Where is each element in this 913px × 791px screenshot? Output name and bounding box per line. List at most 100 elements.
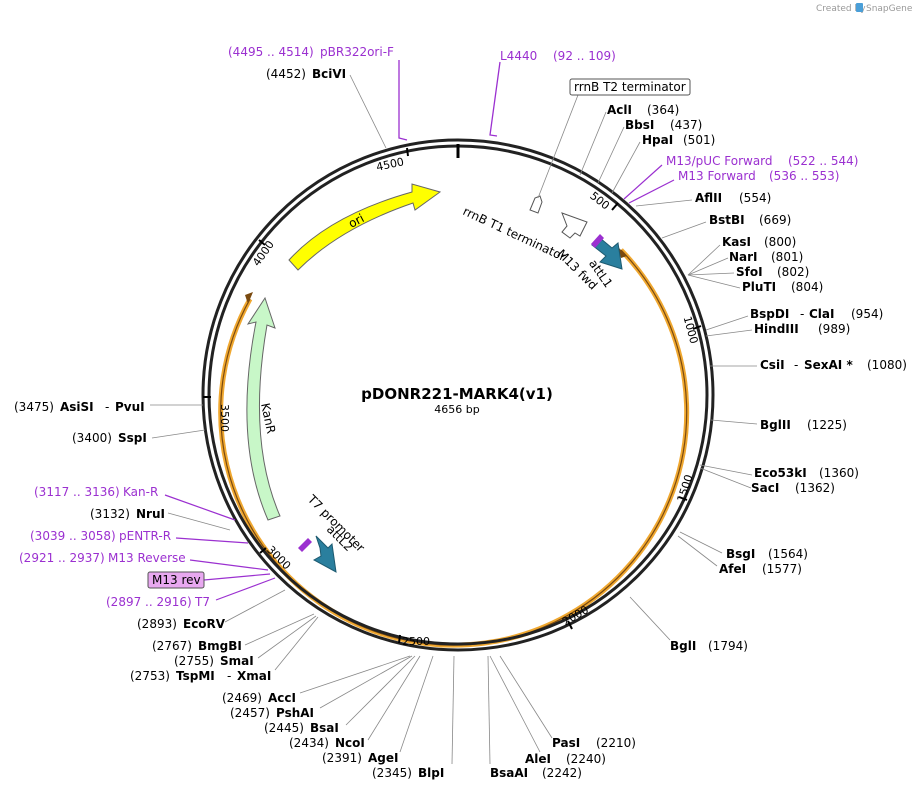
enzyme-ncoi-pos: (2434) <box>289 736 329 750</box>
enzyme-pshai: (2457) PshAI <box>230 706 314 720</box>
rrnb-t1-terminator-arrow <box>561 212 588 239</box>
rrnb-t1-terminator-label: rrnB T1 terminator <box>461 204 568 264</box>
enzyme-bspdi-pos: (954) <box>851 307 883 321</box>
enzyme-acli-name: AclI <box>607 103 632 117</box>
enzyme-pvui-name: PvuI <box>115 400 145 414</box>
enzyme-aflii: AflII (554) <box>695 191 771 205</box>
enzyme-aflii-pos: (554) <box>739 191 771 205</box>
enzyme-bgli-name: BglI <box>670 639 696 653</box>
enzyme-tspmi-pos: (2753) <box>130 669 170 683</box>
insert-arrow-bottom <box>245 292 253 304</box>
enzyme-hpai: HpaI (501) <box>642 133 715 147</box>
primer-kanr-range: (3117 .. 3136) <box>34 485 120 499</box>
enzyme-ncoi-name: NcoI <box>335 736 365 750</box>
primer-kan-r: (3117 .. 3136) Kan-R <box>34 485 236 521</box>
enzyme-smai-pos: (2755) <box>174 654 214 668</box>
primer-m13rev-range: (2921 .. 2937) <box>19 551 105 565</box>
tick-label-2500: 2500 <box>402 635 430 648</box>
enzyme-bsaai-name: BsaAI <box>490 766 528 780</box>
enzyme-bsgi-pos: (1564) <box>768 547 808 561</box>
m13-rev-label-box <box>147 571 205 589</box>
attl2-feature <box>312 535 337 573</box>
primer-t7: (2897 .. 2916) T7 <box>106 577 276 609</box>
enzyme-smai: (2755) SmaI <box>174 654 254 668</box>
rrnb-t2-terminator-arrow <box>529 195 543 214</box>
primer-m13fwd-range: (536 .. 553) <box>769 169 839 183</box>
enzyme-agei-pos: (2391) <box>322 751 362 765</box>
plasmid-length: 4656 bp <box>434 403 479 416</box>
enzyme-asisi-name: AsiSI <box>60 400 94 414</box>
primer-kanr-name: Kan-R <box>123 485 158 499</box>
enzyme-bsai-pos: (2445) <box>264 721 304 735</box>
primer-pbr322ori-f: (4495 .. 4514) pBR322ori-F <box>228 45 408 141</box>
enzyme-kasi-name: KasI <box>722 235 751 249</box>
enzyme-eco53ki-name: Eco53kI <box>754 466 807 480</box>
plasmid-name: pDONR221-MARK4(v1) <box>361 385 553 403</box>
enzyme-smai-name: SmaI <box>220 654 254 668</box>
enzyme-nari: NarI (801) <box>729 250 803 264</box>
enzyme-hindiii: HindIII (989) <box>754 322 850 336</box>
enzyme-saci-pos: (1362) <box>795 481 835 495</box>
enzyme-ecorv-pos: (2893) <box>137 617 177 631</box>
enzyme-acci: (2469) AccI <box>222 691 296 705</box>
primer-m13-reverse: (2921 .. 2937) M13 Reverse <box>19 551 269 571</box>
primer-m13puc-range: (522 .. 544) <box>788 154 858 168</box>
enzyme-pshai-pos: (2457) <box>230 706 270 720</box>
enzyme-pluti: PluTI (804) <box>742 280 823 294</box>
kanr-feature <box>246 296 281 521</box>
enzyme-bbsi-pos: (437) <box>670 118 702 132</box>
enzyme-asisi-sep: - <box>105 400 109 414</box>
backbone-outer-circle <box>201 138 715 652</box>
enzyme-blpi-pos: (2345) <box>372 766 412 780</box>
primer-m13fwd-name: M13 Forward <box>678 169 756 183</box>
enzyme-sfoi-name: SfoI <box>736 265 763 279</box>
enzyme-pasi-pos: (2210) <box>596 736 636 750</box>
enzyme-bspdi-sep: - <box>800 307 804 321</box>
enzyme-bmgbi-pos: (2767) <box>152 639 192 653</box>
tick-label-2000: 2000 <box>560 603 591 628</box>
enzyme-sspi-pos: (3400) <box>72 431 112 445</box>
enzyme-nari-name: NarI <box>729 250 758 264</box>
enzyme-bsgi: BsgI (1564) <box>726 547 808 561</box>
enzyme-agei-name: AgeI <box>368 751 398 765</box>
enzyme-tspmi-name: TspMI <box>176 669 215 683</box>
enzyme-bcivi: (4452) BciVI <box>266 67 346 81</box>
enzyme-csii-sexai: CsiI - SexAI * (1080) <box>760 358 907 372</box>
enzyme-bcivi-pos: (4452) <box>266 67 306 81</box>
feature-m13-rev: M13 rev <box>147 571 271 589</box>
enzyme-pasi-name: PasI <box>552 736 580 750</box>
primer-pentr-name: pENTR-R <box>119 529 171 543</box>
enzyme-bglii-pos: (1225) <box>807 418 847 432</box>
rrnb-t2-terminator-label: rrnB T2 terminator <box>574 80 686 94</box>
primer-l4440-range: (92 .. 109) <box>553 49 616 63</box>
enzyme-csii-name: CsiI <box>760 358 785 372</box>
primer-m13-puc-forward: M13/pUC Forward (522 .. 544) <box>623 154 858 200</box>
enzyme-blpi: (2345) BlpI <box>372 766 444 780</box>
enzyme-bspdi-name: BspDI <box>750 307 789 321</box>
enzyme-hpai-pos: (501) <box>683 133 715 147</box>
enzyme-hindiii-pos: (989) <box>818 322 850 336</box>
enzyme-asisi-pos: (3475) <box>14 400 54 414</box>
enzyme-bsaai-pos: (2242) <box>542 766 582 780</box>
primer-m13rev-name: M13 Reverse <box>108 551 186 565</box>
enzyme-leaders <box>150 74 758 765</box>
primer-pbr322-name: pBR322ori-F <box>320 45 394 59</box>
enzyme-ecorv-name: EcoRV <box>183 617 226 631</box>
enzyme-acci-name: AccI <box>268 691 296 705</box>
enzyme-ecorv: (2893) EcoRV <box>137 617 226 631</box>
tick-label-500: 500 <box>587 189 612 212</box>
enzyme-csii-sep: - <box>794 358 798 372</box>
tick-label-3500: 3500 <box>218 404 231 432</box>
enzyme-bbsi-name: BbsI <box>625 118 654 132</box>
snapgene-brand-text: SnapGene <box>866 4 913 14</box>
primer-pentr-r: (3039 .. 3058) pENTR-R <box>30 529 249 544</box>
t7-promoter-marker <box>298 538 312 552</box>
snapgene-branding: Created by SnapGene <box>816 3 913 14</box>
enzyme-bsai: (2445) BsaI <box>264 721 339 735</box>
enzyme-bgli-pos: (1794) <box>708 639 748 653</box>
enzyme-bglii-name: BglII <box>760 418 791 432</box>
enzyme-saci: SacI (1362) <box>751 481 835 495</box>
enzyme-nrui-name: NruI <box>136 507 165 521</box>
enzyme-bstbi-pos: (669) <box>759 213 791 227</box>
